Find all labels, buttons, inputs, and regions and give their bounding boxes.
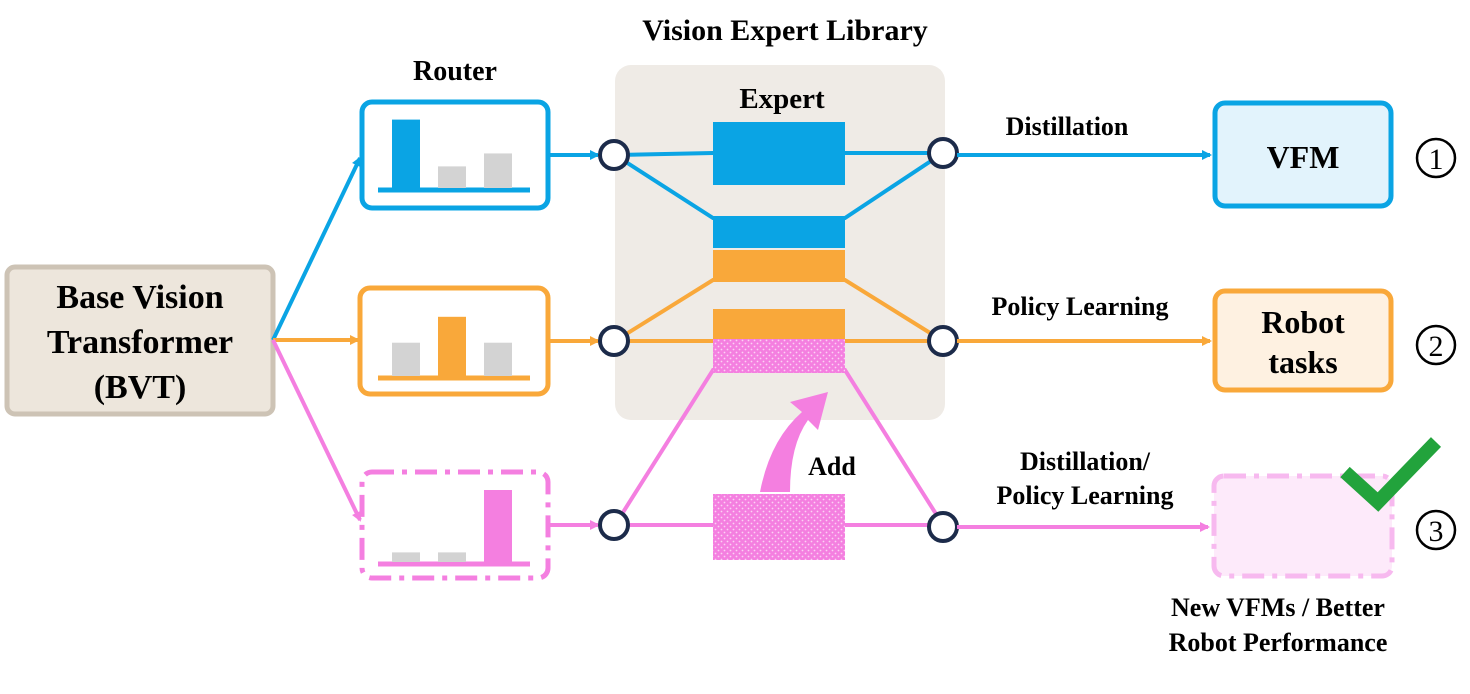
expert-block-blue-2: [713, 218, 845, 248]
node-left-3: [598, 509, 630, 541]
check-icon: [1340, 437, 1442, 512]
node-right-1: [927, 137, 959, 169]
bvt-to-router3-arrow: [271, 339, 362, 522]
bvt-to-router1-arrow: [271, 156, 362, 341]
add-arrow: [760, 392, 828, 492]
path3-label-line1: Distillation/: [1020, 447, 1151, 476]
path1-label: Distillation: [1006, 112, 1129, 141]
bvt-line1: Base Vision: [56, 279, 223, 316]
path3-label-line2: Policy Learning: [997, 481, 1174, 510]
index-circle-2: [1415, 324, 1457, 366]
router3-bar-3: [484, 490, 512, 562]
library-title: Vision Expert Library: [642, 14, 928, 47]
router2-bar-1: [392, 342, 420, 376]
router3-bar-2: [438, 552, 466, 562]
node-right-2: [927, 325, 959, 357]
result-caption-line2: Robot Performance: [1169, 628, 1388, 657]
node-left-1: [598, 139, 630, 171]
expert-block-blue-1: [713, 122, 845, 185]
new-result-box: [1211, 473, 1395, 579]
router1-bar-3: [484, 153, 512, 188]
expert-block-orange-2: [713, 309, 845, 339]
robot-tasks-line1: Robot: [1261, 304, 1345, 340]
vfm-box: [1212, 100, 1394, 209]
node-right-3: [927, 511, 959, 543]
expert-block-pink-added: [713, 339, 845, 373]
router3-bar-1: [392, 552, 420, 562]
vfm-label: VFM: [1267, 139, 1340, 175]
index-circle-3: [1415, 509, 1457, 551]
index-circle-1: [1415, 137, 1457, 179]
index-number-2: 2: [1429, 330, 1444, 363]
path2-label: Policy Learning: [992, 292, 1169, 321]
router-title: Router: [413, 56, 497, 87]
bvt-line3: (BVT): [94, 369, 187, 406]
add-label: Add: [808, 452, 856, 481]
index-number-1: 1: [1429, 143, 1444, 176]
node-left-2: [598, 325, 630, 357]
router-bars: [392, 119, 512, 562]
robot-tasks-line2: tasks: [1268, 344, 1337, 380]
bvt-line2: Transformer: [47, 324, 233, 361]
expert-title: Expert: [739, 83, 825, 115]
robot-tasks-box: [1212, 288, 1394, 393]
router2-bar-3: [484, 342, 512, 376]
router2-bar-2: [438, 316, 466, 376]
index-number-3: 3: [1429, 515, 1444, 548]
router1-bar-1: [392, 119, 420, 188]
router1-bar-2: [438, 166, 466, 188]
expert-block-pink-new: [713, 494, 845, 560]
result-caption-line1: New VFMs / Better: [1171, 593, 1385, 622]
expert-block-orange-1: [713, 250, 845, 282]
